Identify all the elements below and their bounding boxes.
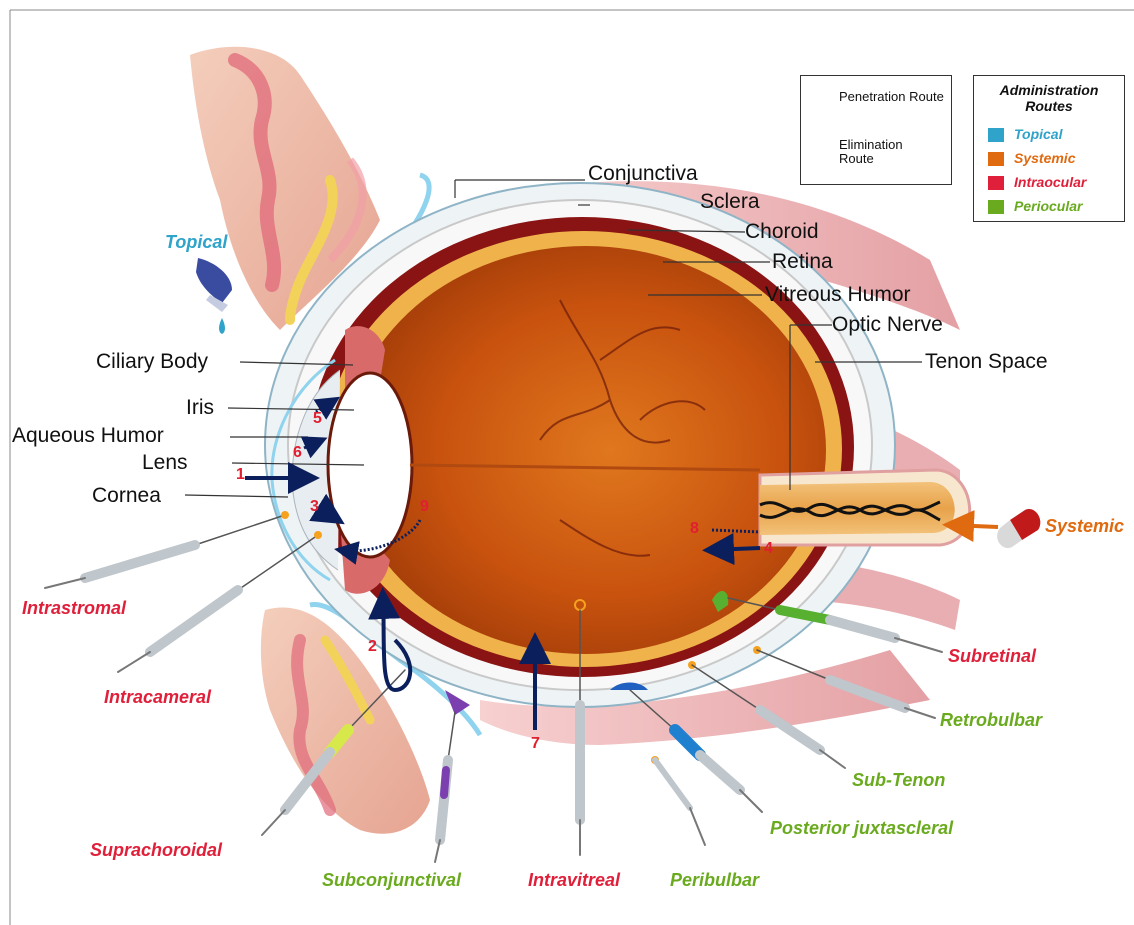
label-retina: Retina [772,250,833,274]
routes-legend: Administration Routes Topical Systemic I… [973,75,1125,222]
pathway-number-7: 7 [531,735,540,753]
label-vitreous-humor: Vitreous Humor [765,283,911,307]
pathway-number-2: 2 [368,638,377,656]
label-aqueous-humor: Aqueous Humor [12,424,164,448]
route-retrobulbar: Retrobulbar [940,710,1042,731]
elimination-route-label: Elimination Route [839,138,939,166]
label-sclera: Sclera [700,190,760,214]
pathway-number-4: 4 [764,540,773,558]
legend-systemic: Systemic [1014,150,1075,166]
label-cornea: Cornea [92,484,161,508]
label-iris: Iris [186,396,214,420]
vitreous-shape [346,246,826,654]
syringe-intrastromal [45,511,289,588]
periocular-swatch [988,200,1004,214]
systemic-swatch [988,152,1004,166]
legend-topical: Topical [1014,126,1063,142]
eye-drop-bottle [196,258,232,334]
legend-periocular: Periocular [1014,198,1082,214]
route-subretinal: Subretinal [948,646,1036,667]
label-choroid: Choroid [745,220,819,244]
route-systemic: Systemic [1045,516,1124,537]
arrow-legend: Penetration Route Elimination Route [800,75,952,185]
label-ciliary-body: Ciliary Body [96,350,208,374]
route-posterior-juxtascleral: Posterior juxtascleral [770,818,953,839]
route-subconjunctival: Subconjunctival [322,870,461,891]
route-topical: Topical [165,232,227,253]
penetration-route-label: Penetration Route [839,90,949,104]
pathway-number-1: 1 [236,466,245,484]
pathway-number-6: 6 [293,444,302,462]
optic-nerve-shape [760,470,970,545]
pathway-number-3: 3 [310,498,319,516]
topical-swatch [988,128,1004,142]
syringe-peribulbar [651,756,705,845]
pathway-number-9: 9 [420,498,429,516]
intraocular-swatch [988,176,1004,190]
route-sub-tenon: Sub-Tenon [852,770,945,791]
route-peribulbar: Peribulbar [670,870,759,891]
route-intravitreal: Intravitreal [528,870,620,891]
label-lens: Lens [142,451,188,475]
pathway-number-8: 8 [690,520,699,538]
routes-legend-title: Administration Routes [982,82,1116,114]
label-conjunctiva: Conjunctiva [588,162,698,186]
label-optic-nerve: Optic Nerve [832,313,943,337]
route-intracameral: Intracameral [104,687,211,708]
label-tenon-space: Tenon Space [925,350,1048,374]
route-suprachoroidal: Suprachoroidal [90,840,222,861]
route-intrastromal: Intrastromal [22,598,126,619]
pathway-number-5: 5 [313,410,322,428]
legend-intraocular: Intraocular [1014,174,1086,190]
